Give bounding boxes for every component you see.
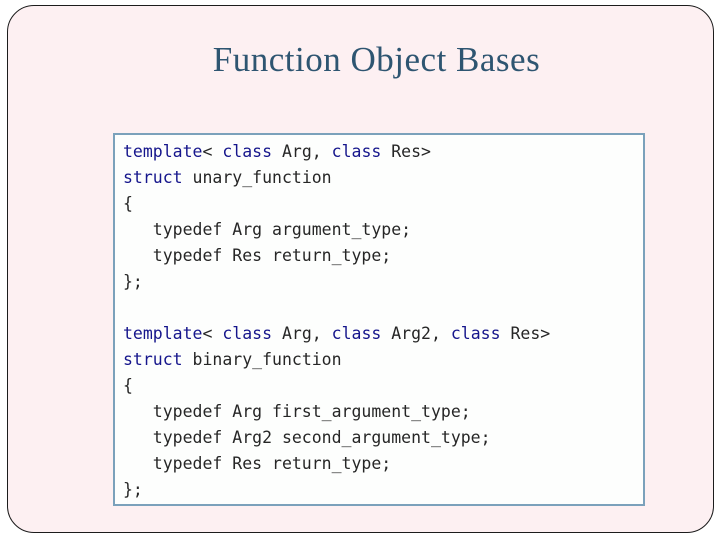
code-line: typedef Res return_type; <box>123 243 635 269</box>
code-keyword-token: class <box>331 324 382 343</box>
slide-canvas: Function Object Bases template< class Ar… <box>7 5 714 533</box>
code-token: Res> <box>500 324 551 343</box>
code-blank-line <box>123 295 635 321</box>
code-line: typedef Arg first_argument_type; <box>123 399 635 425</box>
code-line: struct unary_function <box>123 165 635 191</box>
code-token: unary_function <box>182 168 332 187</box>
code-token: typedef Arg argument_type; <box>123 220 412 239</box>
code-token: typedef Arg first_argument_type; <box>123 402 471 421</box>
code-keyword-token: class <box>331 142 382 161</box>
code-line: template< class Arg, class Arg2, class R… <box>123 321 635 347</box>
code-box: template< class Arg, class Res>struct un… <box>113 133 645 506</box>
code-token: < <box>202 324 223 343</box>
code-token: Arg, <box>272 324 332 343</box>
code-keyword-token: struct <box>123 168 183 187</box>
code-token: typedef Arg2 second_argument_type; <box>123 428 491 447</box>
code-line: }; <box>123 477 635 503</box>
code-token: Arg, <box>272 142 332 161</box>
code-token: typedef Res return_type; <box>123 454 392 473</box>
code-line: }; <box>123 269 635 295</box>
slide-title: Function Object Bases <box>212 40 541 79</box>
code-token: < <box>202 142 223 161</box>
code-keyword-token: template <box>123 324 203 343</box>
code-keyword-token: struct <box>123 350 183 369</box>
code-keyword-token: class <box>222 142 273 161</box>
code-line: { <box>123 191 635 217</box>
code-line: { <box>123 373 635 399</box>
code-keyword-token: class <box>222 324 273 343</box>
code-token: }; <box>123 272 143 291</box>
code-line: typedef Arg argument_type; <box>123 217 635 243</box>
code-keyword-token: class <box>450 324 501 343</box>
code-token: { <box>123 194 133 213</box>
code-line: template< class Arg, class Res> <box>123 139 635 165</box>
code-token: binary_function <box>182 350 342 369</box>
code-token: Arg2, <box>381 324 451 343</box>
code-line: struct binary_function <box>123 347 635 373</box>
code-line: typedef Res return_type; <box>123 451 635 477</box>
code-token: Res> <box>381 142 431 161</box>
code-token: }; <box>123 480 143 499</box>
code-token: { <box>123 376 133 395</box>
code-keyword-token: template <box>123 142 203 161</box>
code-line: typedef Arg2 second_argument_type; <box>123 425 635 451</box>
code-token: typedef Res return_type; <box>123 246 392 265</box>
